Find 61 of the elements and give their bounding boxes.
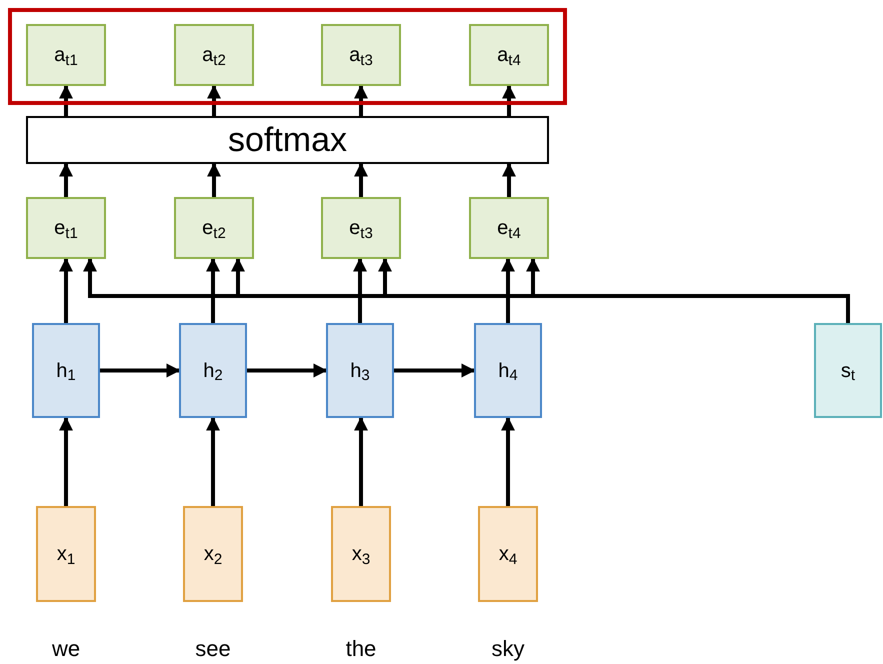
node-label: x$_{4}$ (498, 544, 518, 564)
input-box (331, 506, 391, 602)
node-label: e$_{t3}$ (349, 218, 373, 238)
arrow (526, 258, 850, 323)
arrow (502, 84, 516, 116)
score-box (469, 24, 549, 86)
arrow (206, 258, 220, 323)
arrow (206, 416, 220, 506)
softmax-box (26, 116, 549, 164)
node-label: x$_{1}$ (56, 544, 76, 564)
node-label: e$_{t4}$ (497, 218, 521, 238)
node-label: a$_{t3}$ (349, 45, 373, 65)
arrow (59, 416, 73, 506)
arrow (354, 416, 368, 506)
node-label: e$_{t2}$ (202, 218, 226, 238)
node-label: softmax (228, 123, 348, 157)
input-box (36, 506, 96, 602)
node-label: a$_{t1}$ (54, 45, 78, 65)
node-label: e$_{t1}$ (54, 218, 78, 238)
highlight-frame (8, 8, 567, 105)
node-label: h$_{2}$ (203, 360, 223, 380)
arrow (59, 84, 73, 116)
hidden-state-box (474, 323, 542, 418)
node-label: h$_{4}$ (498, 360, 518, 380)
arrow (354, 84, 368, 116)
input-box (478, 506, 538, 602)
arrow (59, 162, 73, 197)
arrow (247, 364, 328, 378)
score-box (174, 24, 254, 86)
score-box (26, 197, 106, 259)
node-label: x$_{3}$ (352, 544, 370, 564)
node-label: h$_{1}$ (56, 360, 76, 380)
word-label: see (194, 638, 232, 660)
node-label: x$_{2}$ (204, 544, 222, 564)
decoder-state-box (814, 323, 882, 418)
node-label: h$_{3}$ (350, 360, 370, 380)
arrow (353, 258, 367, 323)
hidden-state-box (179, 323, 247, 418)
node-label: s$_{t}$ (840, 360, 856, 380)
score-box (174, 197, 254, 259)
arrow (207, 84, 221, 116)
arrow (501, 258, 515, 323)
score-box (26, 24, 106, 86)
hidden-state-box (32, 323, 100, 418)
word-label: we (50, 638, 82, 660)
score-box (469, 197, 549, 259)
arrow (502, 162, 516, 197)
hidden-state-box (326, 323, 394, 418)
arrow (354, 162, 368, 197)
arrow (100, 364, 180, 378)
word-label: the (344, 638, 378, 660)
arrow (207, 162, 221, 197)
node-label: a$_{t2}$ (202, 45, 226, 65)
score-box (321, 197, 401, 259)
arrow (394, 364, 476, 378)
word-label: sky (490, 638, 526, 660)
node-label: a$_{t4}$ (497, 45, 521, 65)
arrow (501, 416, 515, 506)
score-box (321, 24, 401, 86)
input-box (183, 506, 243, 602)
arrow (59, 258, 73, 323)
